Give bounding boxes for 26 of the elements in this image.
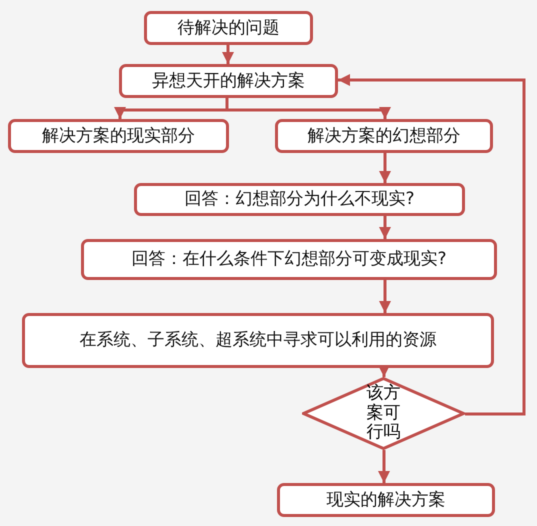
arrow bbox=[379, 153, 391, 183]
process-box bbox=[275, 119, 493, 153]
node-text: 该方案可行吗 bbox=[366, 384, 402, 443]
node-text: 解决方案的现实部分 bbox=[42, 126, 195, 146]
process-box bbox=[277, 483, 495, 517]
arrow bbox=[226, 98, 391, 119]
arrow bbox=[378, 450, 390, 483]
process-box bbox=[144, 11, 313, 45]
process-box bbox=[119, 64, 338, 98]
arrow bbox=[378, 365, 390, 377]
arrow bbox=[379, 280, 391, 313]
arrow bbox=[379, 216, 391, 239]
node-text: 待解决的问题 bbox=[178, 18, 280, 38]
node-text: 回答：幻想部分为什么不现实? bbox=[184, 189, 415, 210]
node-text: 回答：在什么条件下幻想部分可变成现实? bbox=[131, 249, 447, 270]
process-box bbox=[134, 183, 465, 216]
node-text: 解决方案的幻想部分 bbox=[308, 126, 460, 146]
node-text: 异想天开的解决方案 bbox=[152, 70, 305, 92]
arrow bbox=[338, 74, 526, 416]
arrow bbox=[222, 45, 234, 64]
decision-diamond bbox=[302, 377, 465, 450]
process-box bbox=[81, 239, 497, 280]
process-box bbox=[8, 119, 229, 153]
node-text: 在系统、子系统、超系统中寻求可以利用的资源 bbox=[80, 330, 436, 351]
node-text: 现实的解决方案 bbox=[326, 490, 446, 510]
process-box bbox=[22, 313, 494, 368]
